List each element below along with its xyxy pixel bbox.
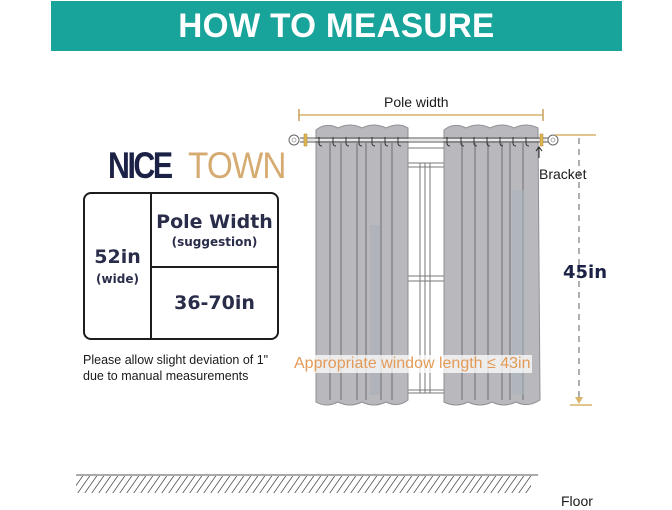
logo-nice-text: NICE: [108, 145, 173, 186]
bracket-arrow-icon: [535, 146, 543, 158]
deviation-note-line1: Please allow slight deviation of 1": [83, 353, 269, 367]
window-length-label: Appropriate window length ≤ 43in: [292, 355, 533, 373]
right-curtain-panel: [443, 124, 541, 406]
nicetown-logo: NICE TOWN: [108, 146, 296, 186]
banner-title: HOW TO MEASURE: [178, 6, 495, 45]
floor-label: Floor: [561, 493, 593, 509]
height-label: 45in: [563, 262, 608, 283]
pole-width-range: 36-70in: [174, 292, 255, 314]
bracket-label: Bracket: [539, 166, 587, 182]
spec-table: 52in (wide) Pole Width (suggestion) 36-7…: [83, 192, 279, 340]
window-frame: [404, 147, 448, 394]
pole-width-measure-line: [298, 109, 544, 121]
curtain-rod: [288, 133, 559, 147]
pole-width-label: Pole width: [384, 94, 449, 110]
pole-width-note: (suggestion): [171, 235, 258, 249]
curtain-width-note: (wide): [96, 272, 139, 286]
deviation-note: Please allow slight deviation of 1" due …: [83, 352, 268, 384]
pole-width-title: Pole Width: [156, 211, 273, 233]
floor-hatch: [76, 474, 538, 493]
curtain-width-cell: 52in (wide): [85, 194, 152, 338]
how-to-measure-banner: HOW TO MEASURE: [51, 1, 622, 51]
curtain-width-value: 52in: [94, 246, 141, 268]
height-measure-line: [555, 134, 596, 406]
pole-width-header-cell: Pole Width (suggestion): [152, 194, 277, 268]
logo-town-text: TOWN: [188, 145, 286, 186]
pole-width-value-cell: 36-70in: [152, 268, 277, 338]
pole-width-column: Pole Width (suggestion) 36-70in: [152, 194, 277, 338]
deviation-note-line2: due to manual measurements: [83, 369, 249, 383]
